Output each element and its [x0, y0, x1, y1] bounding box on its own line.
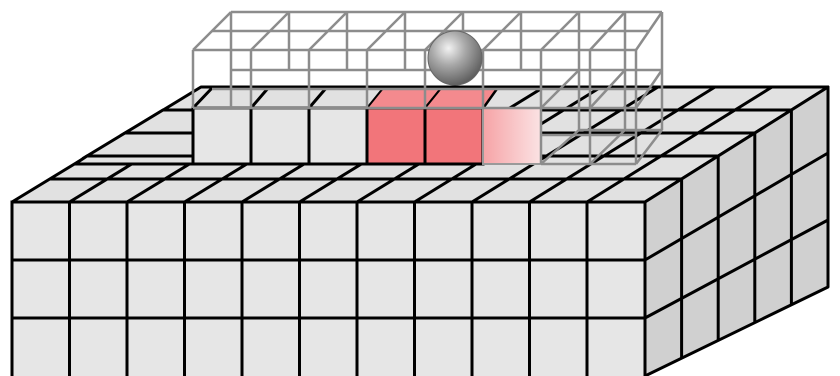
raised-cube	[251, 108, 309, 164]
sphere	[428, 31, 482, 85]
highlighted-cube	[425, 108, 483, 164]
highlighted-cube	[367, 108, 425, 164]
faded-highlighted-cube	[483, 108, 541, 164]
base-front-face	[12, 202, 645, 376]
raised-cube	[309, 108, 367, 164]
raised-cube	[193, 108, 251, 164]
base-step-ledges	[75, 110, 193, 164]
